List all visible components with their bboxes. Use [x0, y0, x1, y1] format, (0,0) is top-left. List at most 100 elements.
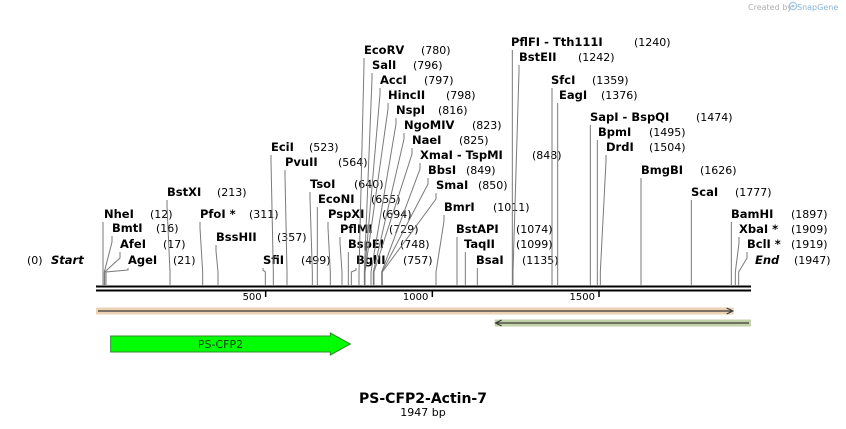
site-position: (1897) — [791, 208, 828, 221]
snapgene-brand: SnapGene — [797, 3, 838, 12]
site-bsshii[interactable]: BssHII(357) — [215, 230, 307, 285]
site-econi[interactable]: EcoNI(655) — [316, 192, 401, 285]
site-name: PfoI * — [200, 207, 236, 221]
site-leader-line — [512, 65, 520, 285]
site-start[interactable]: Start(0) — [27, 253, 84, 267]
site-sapi[interactable]: SapI - BspQI (1474) — [589, 110, 733, 285]
site-taqii[interactable]: TaqII(1099) — [464, 237, 553, 285]
site-name: PflFI - Tth111I — [511, 35, 603, 49]
green-arrow[interactable] — [494, 319, 751, 327]
site-ngomiv[interactable]: NgoMIV(823) — [372, 118, 502, 285]
site-bpmi[interactable]: BpmI(1495) — [596, 125, 686, 285]
site-position: (816) — [438, 104, 468, 117]
site-name: XmaI - TspMI — [420, 148, 503, 162]
site-name: EciI — [271, 140, 294, 154]
site-position: (748) — [400, 238, 430, 251]
site-position: (798) — [446, 89, 476, 102]
site-name: NheI — [104, 207, 134, 221]
site-position: (640) — [354, 178, 384, 191]
site-bamhi[interactable]: BamHI(1897) — [730, 207, 828, 285]
feature-ps-cfp2[interactable]: PS-CFP2 — [110, 332, 352, 356]
site-bspei[interactable]: BspEI(748) — [347, 237, 430, 285]
site-name: BsaI — [476, 253, 504, 267]
tick-mark — [598, 291, 600, 297]
site-position: (796) — [413, 59, 443, 72]
site-drdi[interactable]: DrdI(1504) — [599, 140, 686, 285]
site-pvuii[interactable]: PvuII(564) — [284, 155, 368, 285]
site-position: (1240) — [634, 36, 671, 49]
site-leader-line — [104, 252, 121, 285]
tick-label: 1500 — [570, 292, 595, 303]
site-name: TsoI — [310, 177, 335, 191]
site-position: (797) — [424, 74, 454, 87]
site-position: (1919) — [791, 238, 828, 251]
site-position: (1474) — [696, 111, 733, 124]
site-agei[interactable]: AgeI(21) — [105, 253, 196, 285]
site-position: (1504) — [649, 141, 686, 154]
site-leader-line — [199, 222, 204, 285]
site-position: (825) — [459, 134, 489, 147]
site-name: BstEII — [519, 50, 557, 64]
site-scai[interactable]: ScaI(1777) — [690, 185, 772, 285]
feature-arrow — [110, 332, 352, 356]
site-leader-line — [327, 222, 331, 285]
tick-mark — [431, 291, 434, 297]
site-name: End — [755, 253, 780, 267]
site-naei[interactable]: NaeI (825) — [373, 133, 489, 285]
site-position: (12) — [150, 208, 173, 221]
site-leader-line — [339, 237, 343, 285]
arrow-head — [494, 319, 502, 327]
site-leader-line — [738, 252, 748, 285]
site-bsteii[interactable]: BstEII (1242) — [512, 50, 615, 285]
site-position: (823) — [472, 119, 502, 132]
site-leader-line — [284, 170, 288, 285]
site-nspi[interactable]: NspI (816) — [370, 103, 468, 285]
site-bmti[interactable]: BmtI(16) — [103, 221, 179, 285]
site-bstxi[interactable]: BstXI(213) — [166, 185, 247, 285]
site-bglii[interactable]: BglII(757) — [350, 253, 433, 285]
restriction-sites: Start(0)AgeI(21)AfeI(17)BmtI(16)NheI(12)… — [27, 35, 831, 285]
site-bcli[interactable]: BclI *(1919) — [738, 237, 828, 285]
tick-mark — [264, 291, 267, 297]
site-leader-line — [734, 237, 740, 285]
site-position: (1359) — [592, 74, 629, 87]
site-smai[interactable]: SmaI(850) — [381, 178, 508, 285]
site-position: (1242) — [578, 51, 615, 64]
site-ecorv[interactable]: EcoRV(780) — [358, 43, 451, 285]
credit-text: Created by — [748, 3, 792, 12]
site-name: PspXI — [328, 207, 364, 221]
site-leader-line — [358, 58, 365, 285]
site-name: BmtI — [112, 221, 143, 235]
site-bmri[interactable]: BmrI(1011) — [435, 200, 530, 285]
site-position: (1495) — [649, 126, 686, 139]
site-leader-line — [372, 133, 405, 285]
site-nhei[interactable]: NheI (12) — [102, 207, 173, 285]
site-xbai[interactable]: XbaI *(1909) — [734, 222, 828, 285]
site-pfoi[interactable]: PfoI *(311) — [199, 207, 279, 285]
plasmid-name: PS-CFP2-Actin-7 — [359, 391, 487, 407]
site-position: (1099) — [516, 238, 553, 251]
site-leader-line — [364, 103, 389, 285]
site-name: SapI - BspQI — [590, 110, 669, 124]
site-pflfi[interactable]: PflFI - Tth111I (1240) — [511, 35, 671, 285]
site-name: SfcI — [551, 73, 575, 87]
site-name: BmrI — [444, 200, 475, 214]
site-name: PvuII — [285, 155, 318, 169]
ruler-tick-1000: 1000 — [403, 291, 434, 303]
site-position: (1376) — [601, 89, 638, 102]
feature-label: PS-CFP2 — [198, 338, 243, 351]
snapgene-logo-icon — [788, 1, 798, 11]
site-name: NspI — [396, 103, 425, 117]
site-bmgbi[interactable]: BmgBI(1626) — [640, 163, 737, 285]
site-sfci[interactable]: SfcI (1359) — [551, 73, 629, 285]
plasmid-length: 1947 bp — [400, 406, 445, 419]
site-name: NaeI — [412, 133, 441, 147]
site-bstapi[interactable]: BstAPI(1074) — [456, 222, 553, 285]
site-hincii[interactable]: HincII(798) — [364, 88, 476, 285]
site-end[interactable]: End(1947) — [755, 253, 831, 267]
site-ecii[interactable]: EciI(523) — [270, 140, 339, 285]
orange-arrow[interactable] — [96, 307, 735, 315]
site-bsai[interactable]: BsaI(1135) — [476, 253, 559, 285]
site-eagi[interactable]: EagI(1376) — [557, 88, 638, 285]
site-xmai[interactable]: XmaI - TspMI(848) — [381, 148, 562, 285]
